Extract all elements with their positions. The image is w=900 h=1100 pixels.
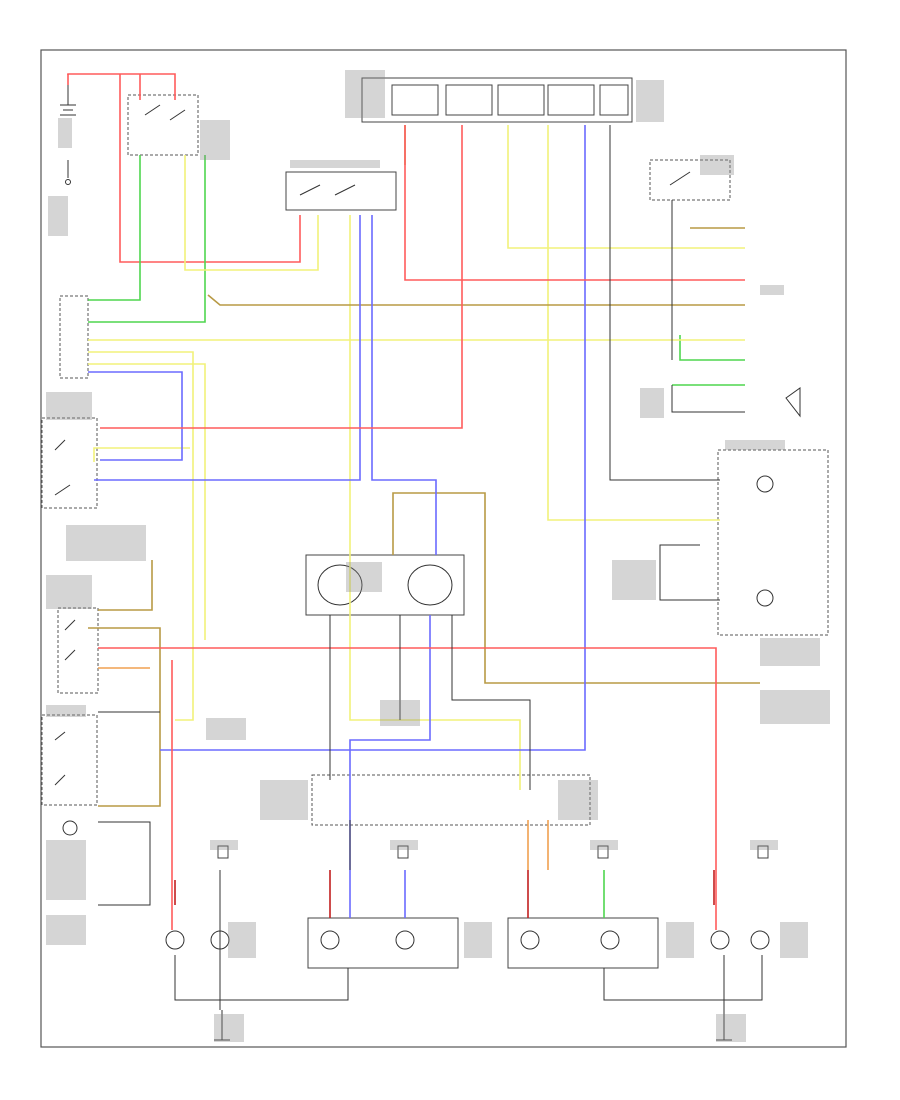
component-outlines (41, 77, 829, 1041)
wires (67, 73, 763, 1010)
diagram-frame (40, 49, 847, 1048)
label-marks (46, 70, 830, 1042)
